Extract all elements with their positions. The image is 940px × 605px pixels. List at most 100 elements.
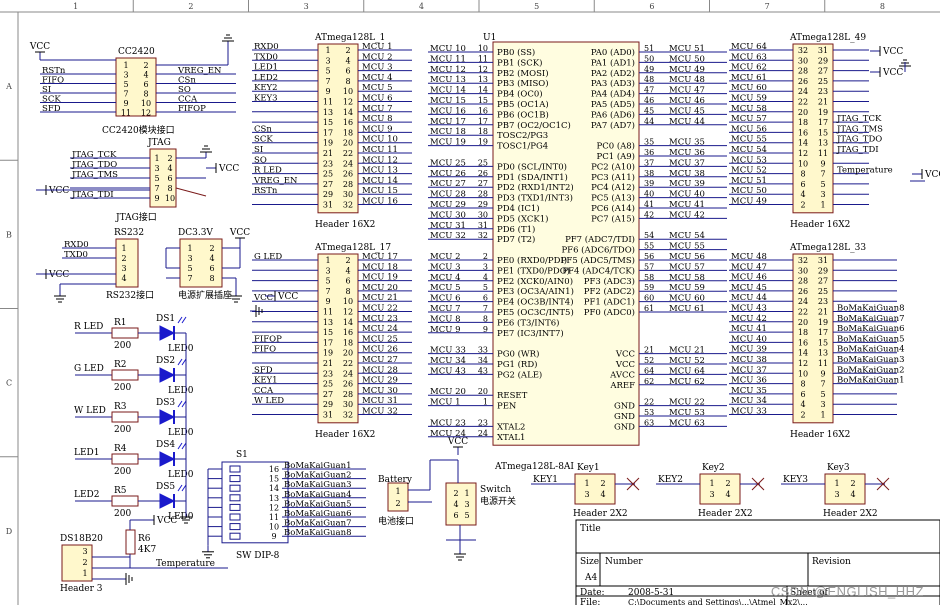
pullup-value: 4K7 <box>138 545 156 555</box>
dip-pin-number: 11 <box>269 513 279 522</box>
net-label-left: KEY2 <box>254 83 278 93</box>
u1-net-right: MCU 37 <box>669 158 705 168</box>
u1-pin-function: PE5 (OC3C/INT5) <box>497 307 574 318</box>
pin-number: 5 <box>820 390 825 399</box>
temperature-net-label: Temperature <box>156 559 215 569</box>
net-label-right: BoMaKaiGuan1 <box>837 376 905 386</box>
header-title: ATmega128L_49 <box>789 33 866 43</box>
led-diode-icon <box>159 451 176 467</box>
pin-number: 2 <box>600 479 605 488</box>
header-title: ATmega128L_33 <box>789 243 866 253</box>
u1-pin-function: PE7 (IC3/INT7) <box>497 328 564 339</box>
pin-number: 8 <box>209 274 214 283</box>
pin-number: 1 <box>395 487 400 496</box>
pin-number: 2 <box>345 46 350 55</box>
net-label-right: MCU 25 <box>362 334 398 344</box>
u1-net-left: MCU 1 <box>430 398 460 408</box>
u1-pin-function: AREF <box>609 381 635 391</box>
resistor-ref: R5 <box>114 486 127 496</box>
switch-title: Switch <box>480 485 511 495</box>
pin-number: 21 <box>323 149 333 158</box>
pin-number: 3 <box>325 266 330 275</box>
resistor-body <box>111 495 139 507</box>
pin-number: 2 <box>209 244 214 253</box>
u1-net-left: MCU 30 <box>430 210 466 220</box>
pin-number: 6 <box>800 390 805 399</box>
pin-number: 6 <box>453 511 458 520</box>
dip-pin-number: 12 <box>269 503 279 512</box>
u1-pin-number: 12 <box>478 65 488 74</box>
u1-pin-number: 59 <box>644 283 654 292</box>
u1-pin-number: 44 <box>644 117 654 126</box>
u1-net-left: MCU 18 <box>430 127 466 137</box>
header-footer: Header 16X2 <box>315 220 375 230</box>
u1-pin-number: 34 <box>478 356 488 365</box>
u1-pin-function: XTAL2 <box>497 422 525 432</box>
net-label-right: MCU 32 <box>362 407 398 417</box>
dip-pin-number: 16 <box>269 465 279 474</box>
dip-toggle-icon <box>229 523 241 531</box>
u1-pin-function: PF7 (ADC7/TDI) <box>565 234 635 245</box>
pin-number: 7 <box>820 380 825 389</box>
u1-pin-function: PD1 (SDA/INT1) <box>497 172 568 183</box>
u1-pin-function: PE1 (TXD0/PDO) <box>497 265 570 276</box>
pin-number: 3 <box>584 490 589 499</box>
u1-net-left: MCU 33 <box>430 346 466 356</box>
u1-pin-function: PA1 (AD1) <box>591 57 635 68</box>
pin-number: 6 <box>345 67 350 76</box>
size-value: A4 <box>584 573 597 583</box>
u1-pin-number: 60 <box>644 294 654 303</box>
u1-pin-function: PA0 (AD0) <box>591 47 635 58</box>
u1-pin-function: PD5 (XCK1) <box>497 213 548 224</box>
pin-number: 13 <box>818 139 828 148</box>
u1-pin-number: 5 <box>483 283 488 292</box>
led-name: LED0 <box>168 428 194 438</box>
u1-net-left: MCU 24 <box>430 429 466 439</box>
u1-pin-number: 33 <box>478 346 488 355</box>
pin-number: 17 <box>818 118 828 127</box>
u1-pin-function: PC2 (A10) <box>591 161 635 172</box>
key-net-label: KEY3 <box>783 475 808 485</box>
u1-pin-number: 62 <box>644 377 654 386</box>
dip-toggle-icon <box>229 513 241 521</box>
u1-pin-number: 30 <box>478 210 488 219</box>
border-row-label: C <box>6 379 12 388</box>
u1-net-right: MCU 22 <box>669 398 705 408</box>
u1-pin-number: 14 <box>478 86 488 95</box>
key-ref: Key1 <box>577 463 600 473</box>
pin-number: 27 <box>323 180 333 189</box>
u1-pin-function: PG0 (WR) <box>497 349 539 360</box>
cc2420-net-left: FIFO <box>42 76 64 86</box>
net-label-left: SCK <box>254 135 273 145</box>
u1-net-right: MCU 42 <box>669 210 705 220</box>
dip-toggle-icon <box>229 465 241 473</box>
vcc-label: VCC <box>447 437 468 447</box>
net-label-right: MCU 6 <box>362 94 392 104</box>
u1-pin-number: 58 <box>644 273 654 282</box>
u1-net-right: MCU 21 <box>669 346 705 356</box>
led-net-label: G LED <box>74 364 104 374</box>
u1-pin-number: 37 <box>644 158 654 167</box>
pin-number: 2 <box>395 499 400 508</box>
u1-pin-number: 36 <box>644 148 654 157</box>
u1-pin-function: PEN <box>497 402 517 412</box>
vcc-label: VCC <box>924 170 940 180</box>
sheet-label: Sheet of <box>790 588 829 598</box>
border-column-label: 1 <box>73 2 78 11</box>
border-column-label: 6 <box>649 2 654 11</box>
net-label-left: LED1 <box>254 63 278 73</box>
u1-pin-number: 22 <box>644 398 654 407</box>
header-footer: Header 16X2 <box>790 220 850 230</box>
u1-pin-function: PB2 (MOSI) <box>497 68 549 79</box>
vcc-label: VCC <box>29 42 50 52</box>
u1-pin-function: PA6 (AD6) <box>591 109 635 120</box>
pin-number: 18 <box>798 118 808 127</box>
u1-net-left: MCU 31 <box>430 221 466 231</box>
u1-net-left: MCU 25 <box>430 158 466 168</box>
net-label-right: JTAG_TDI <box>836 145 879 155</box>
pin-number: 10 <box>141 99 151 108</box>
u1-ref: U1 <box>483 33 496 43</box>
pin-number: 2 <box>121 254 126 263</box>
u1-pin-number: 23 <box>478 418 488 427</box>
u1-pin-number: 17 <box>478 117 488 126</box>
